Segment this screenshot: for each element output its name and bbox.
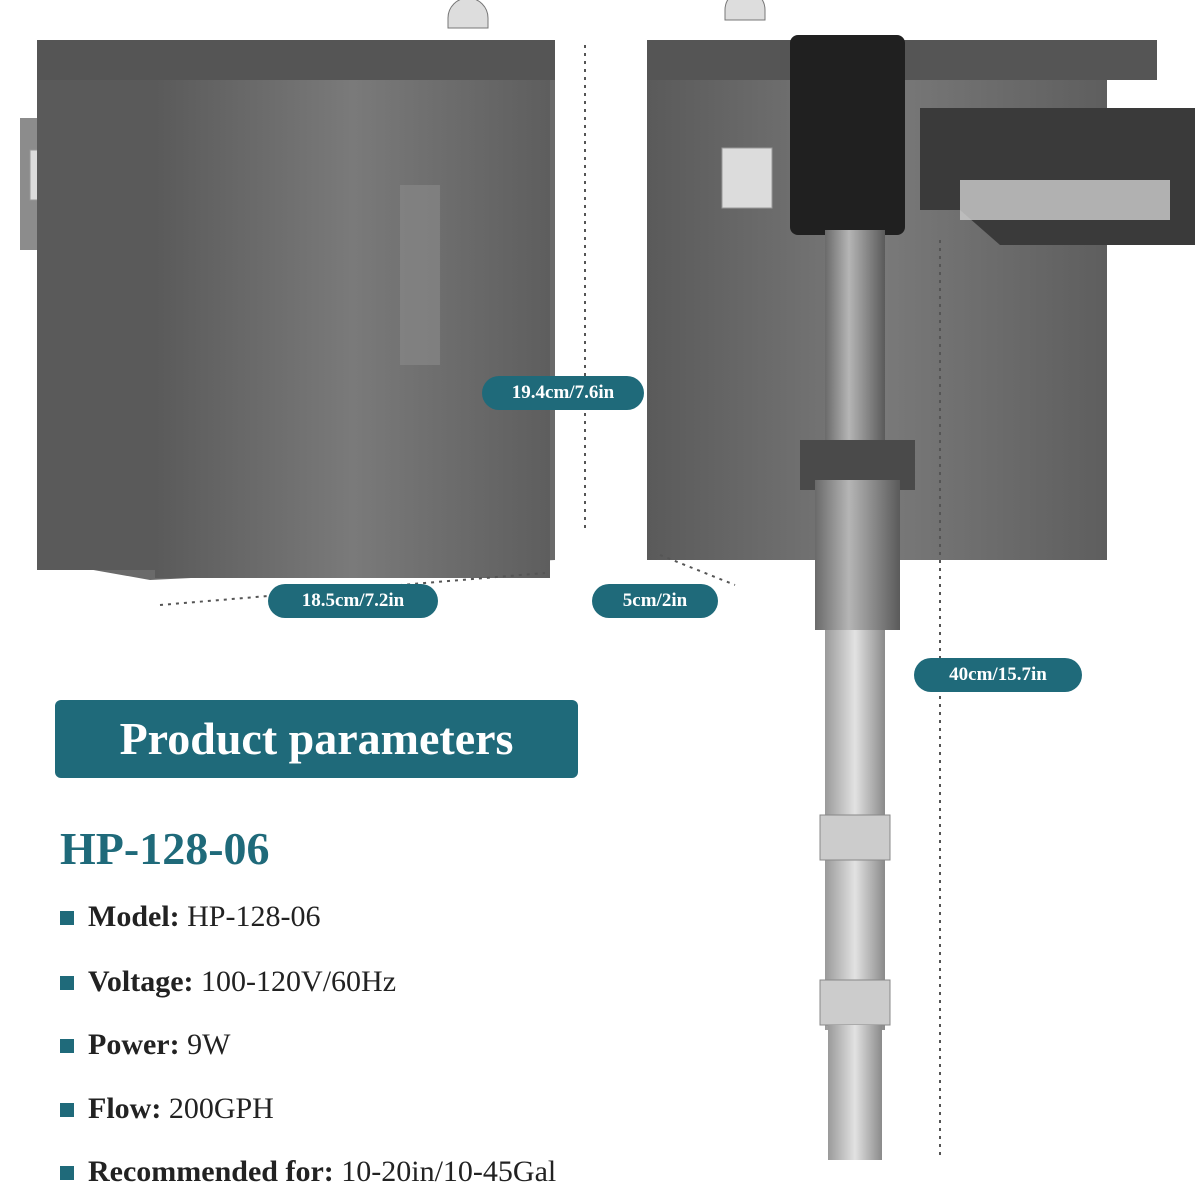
intake-tube bbox=[800, 230, 941, 1160]
spec-value: 200GPH bbox=[168, 1092, 274, 1125]
dimension-height-label: 19.4cm/7.6in bbox=[482, 376, 644, 410]
filter-side-view bbox=[647, 0, 1195, 586]
filter-front-view bbox=[20, 0, 586, 606]
spec-value: 10-20in/10-45Gal bbox=[341, 1155, 557, 1188]
spec-value: 9W bbox=[187, 1028, 231, 1061]
spec-power: Power: 9W bbox=[60, 1028, 230, 1062]
spec-model: Model: HP-128-06 bbox=[60, 900, 320, 934]
spec-voltage: Voltage: 100-120V/60Hz bbox=[60, 965, 396, 999]
bullet-icon bbox=[60, 1039, 74, 1053]
spec-value: HP-128-06 bbox=[187, 900, 321, 933]
spec-label: Voltage: bbox=[88, 965, 194, 998]
spec-recommended: Recommended for: 10-20in/10-45Gal bbox=[60, 1155, 556, 1189]
section-title-banner: Product parameters bbox=[55, 700, 578, 778]
spec-label: Model: bbox=[88, 900, 180, 933]
bullet-icon bbox=[60, 1103, 74, 1117]
spec-label: Flow: bbox=[88, 1092, 162, 1125]
spec-label: Recommended for: bbox=[88, 1155, 334, 1188]
bullet-icon bbox=[60, 1166, 74, 1180]
bullet-icon bbox=[60, 976, 74, 990]
dimension-width-label: 18.5cm/7.2in bbox=[268, 584, 438, 618]
dimension-total-height-label: 40cm/15.7in bbox=[914, 658, 1082, 692]
spec-flow: Flow: 200GPH bbox=[60, 1092, 274, 1126]
spec-label: Power: bbox=[88, 1028, 180, 1061]
spec-value: 100-120V/60Hz bbox=[201, 965, 397, 998]
bullet-icon bbox=[60, 911, 74, 925]
model-title: HP-128-06 bbox=[60, 823, 270, 874]
dimension-depth-label: 5cm/2in bbox=[592, 584, 718, 618]
